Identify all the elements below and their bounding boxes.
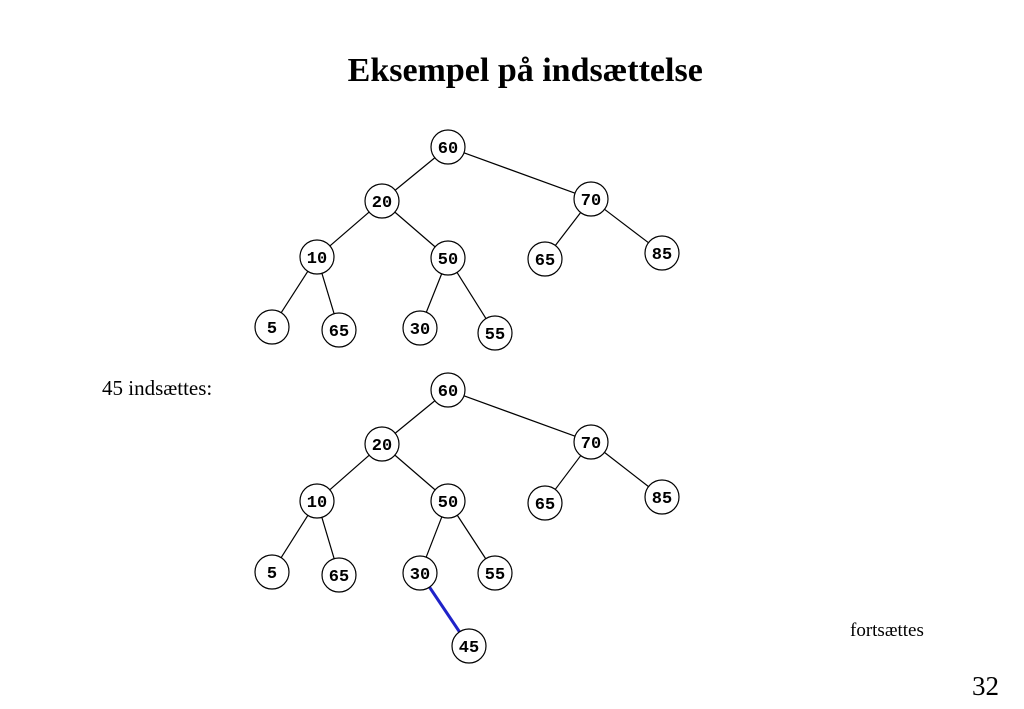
node-circle	[402, 310, 438, 346]
node-label: 50	[438, 494, 458, 513]
node-label: 45	[459, 639, 479, 658]
node-circle	[573, 181, 609, 217]
node-circle	[644, 479, 680, 515]
node-label: 65	[329, 323, 349, 342]
page-number: 32	[972, 671, 999, 701]
node-label: 10	[307, 494, 327, 513]
tree-node: 60	[430, 129, 466, 165]
node-label: 65	[535, 252, 555, 271]
tree-node: 30	[402, 555, 438, 591]
node-label: 60	[438, 383, 458, 402]
node-label: 30	[410, 321, 430, 340]
tree-after: 60 20 70 10 50 65 85 5 65 30 55 45	[254, 372, 680, 664]
node-circle	[299, 239, 335, 275]
node-circle	[644, 235, 680, 271]
new-edge	[428, 586, 461, 633]
node-circle	[402, 555, 438, 591]
node-circle	[299, 483, 335, 519]
tree-node: 20	[364, 426, 400, 462]
node-circle	[430, 240, 466, 276]
tree-edge	[463, 152, 576, 194]
node-label: 50	[438, 251, 458, 270]
tree-edge	[394, 211, 436, 248]
tree-edge	[456, 272, 487, 319]
tree-edge	[394, 454, 436, 491]
node-label: 10	[307, 250, 327, 269]
tree-edge	[554, 212, 582, 246]
tree-node: 30	[402, 310, 438, 346]
tree-node: 10	[299, 483, 335, 519]
tree-edge	[456, 514, 487, 560]
node-label: 55	[485, 566, 505, 585]
node-label: 20	[372, 194, 392, 213]
tree-edge	[329, 211, 370, 247]
node-label: 85	[652, 490, 672, 509]
tree-node: 65	[321, 557, 357, 593]
tree-edge	[394, 400, 436, 434]
tree-node: 5	[254, 554, 290, 590]
tree-edge	[280, 515, 309, 558]
node-circle	[364, 183, 400, 219]
tree-edge	[321, 273, 335, 314]
node-label: 70	[581, 192, 601, 211]
node-circle	[527, 485, 563, 521]
tree-node: 55	[477, 315, 513, 351]
tree-edge	[604, 208, 649, 244]
node-label: 85	[652, 246, 672, 265]
node-circle	[527, 241, 563, 277]
node-label: 65	[329, 568, 349, 587]
node-label: 5	[267, 320, 277, 339]
tree-node: 70	[573, 424, 609, 460]
inserted-node: 45	[451, 628, 487, 664]
tree-edge	[329, 454, 370, 491]
insert-caption: 45 indsættes:	[102, 376, 213, 400]
node-circle	[573, 424, 609, 460]
tree-edge	[425, 273, 443, 313]
tree-node: 85	[644, 479, 680, 515]
tree-before: 60 20 70 10 50 65 85 5 65 30 55	[254, 129, 680, 351]
tree-node: 85	[644, 235, 680, 271]
continue-label: fortsættes	[850, 620, 924, 641]
tree-edge	[321, 517, 335, 559]
node-label: 65	[535, 496, 555, 515]
node-circle	[477, 555, 513, 591]
tree-node: 50	[430, 240, 466, 276]
tree-edge	[425, 516, 443, 558]
tree-node: 60	[430, 372, 466, 408]
node-circle	[430, 372, 466, 408]
tree-node: 70	[573, 181, 609, 217]
node-circle	[321, 557, 357, 593]
node-circle	[321, 312, 357, 348]
node-circle	[430, 129, 466, 165]
tree-node: 10	[299, 239, 335, 275]
tree-node: 65	[527, 485, 563, 521]
tree-edge	[604, 451, 649, 488]
tree-edge	[394, 157, 436, 191]
tree-node: 55	[477, 555, 513, 591]
tree-edge	[280, 270, 309, 314]
node-circle	[364, 426, 400, 462]
tree-node: 20	[364, 183, 400, 219]
node-circle	[451, 628, 487, 664]
tree-node: 65	[321, 312, 357, 348]
node-label: 70	[581, 435, 601, 454]
node-label: 20	[372, 437, 392, 456]
node-circle	[477, 315, 513, 351]
slide-title: Eksempel på indsættelse	[321, 52, 703, 89]
tree-edge	[463, 395, 576, 437]
tree-node: 50	[430, 483, 466, 519]
node-label: 55	[485, 326, 505, 345]
node-circle	[430, 483, 466, 519]
node-circle	[254, 309, 290, 345]
node-label: 60	[438, 140, 458, 159]
node-circle	[254, 554, 290, 590]
tree-node: 65	[527, 241, 563, 277]
node-label: 30	[410, 566, 430, 585]
tree-node: 5	[254, 309, 290, 345]
tree-edge	[554, 455, 582, 490]
node-label: 5	[267, 565, 277, 584]
